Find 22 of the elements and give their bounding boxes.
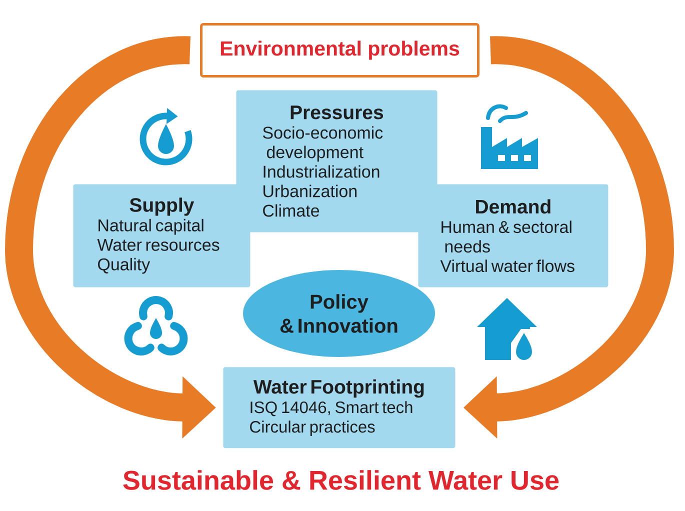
list-item: Climate <box>263 204 320 217</box>
box-heading: Water Footprinting <box>253 379 424 398</box>
info-box <box>73 184 250 288</box>
list-item: Industrialization <box>264 165 380 178</box>
info-box <box>223 367 456 448</box>
list-item: Virtual water flows <box>440 260 574 272</box>
list-item: Circular practices <box>250 420 375 436</box>
list-item: Socio-economic development <box>262 126 383 162</box>
list-item: Human & sectoral needs <box>442 220 572 253</box>
box-heading: Supply <box>130 198 194 216</box>
box-heading: Pressures <box>290 106 384 120</box>
list-item: Quality <box>98 258 150 274</box>
oval-label: Policy & Innovation <box>243 270 435 357</box>
info-box <box>418 184 608 288</box>
box-heading: Demand <box>476 199 550 214</box>
title: Sustainable & Resilient Water Use <box>123 470 559 490</box>
list-item: Urbanization <box>264 184 357 198</box>
list-item: Natural capital <box>98 218 204 235</box>
label-box: Environmental problems <box>200 23 480 78</box>
list-item: ISQ 14046, Smart tech <box>250 401 412 416</box>
list-item: Water resources <box>97 239 220 251</box>
info-box <box>236 90 438 232</box>
